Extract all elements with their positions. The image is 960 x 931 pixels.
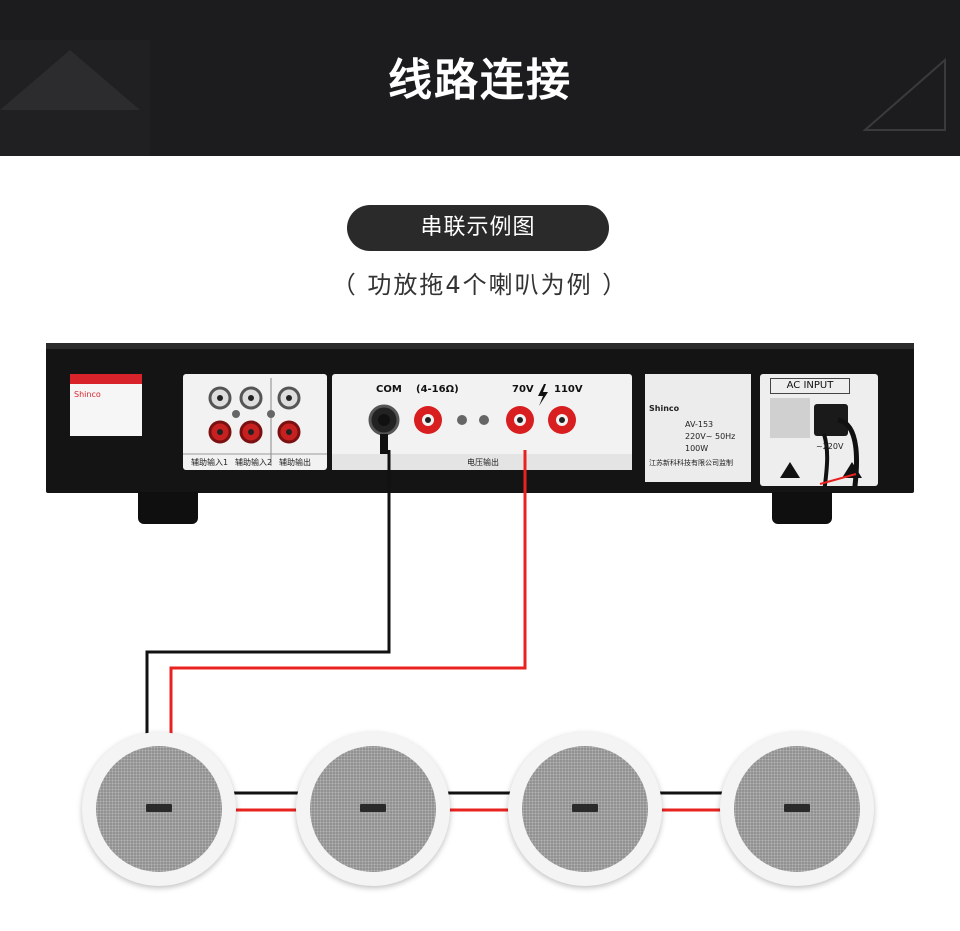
speaker-logo	[146, 804, 172, 812]
ceiling-speaker-3	[508, 732, 662, 886]
speaker-logo	[360, 804, 386, 812]
ac-input-label: AC INPUT	[770, 378, 850, 394]
power-cord	[770, 398, 862, 495]
70v-terminal-label: 70V	[512, 384, 534, 395]
ceiling-speaker-1	[82, 732, 236, 886]
amplifier-foot-right	[772, 492, 832, 524]
amplifier-foot-left	[138, 492, 198, 524]
diagram-type-badge: 串联示例图	[347, 205, 609, 251]
speaker-logo	[572, 804, 598, 812]
spec-power: 100W	[685, 444, 709, 453]
page-title: 线路连接	[388, 55, 572, 106]
rca-jacks	[183, 378, 327, 466]
sticker-brand: Shinco	[74, 390, 101, 399]
voltage-output-label: 电压输出	[467, 458, 499, 467]
ac-voltage-label: ~220V	[816, 442, 844, 451]
impedance-label: (4-16Ω)	[416, 384, 459, 395]
diagram-subtitle: （ 功放拖4个喇叭为例 ）	[331, 271, 629, 299]
aux-out-label: 辅助输出	[279, 458, 311, 467]
ac-input-panel: AC INPUT ~220V	[760, 374, 878, 495]
black-wire	[145, 450, 391, 756]
spec-maker: 江苏新科科技有限公司监制	[649, 459, 733, 467]
header-banner: 线路连接	[0, 0, 960, 156]
aux-io-panel: 辅助输入1 辅助输入2 辅助输出	[183, 374, 327, 470]
header-decor	[0, 40, 946, 156]
spec-brand: Shinco	[649, 404, 680, 413]
ceiling-speaker-2	[296, 732, 450, 886]
spec-power-supply: 220V~ 50Hz	[685, 432, 736, 441]
com-terminal-label: COM	[376, 384, 402, 395]
speaker-grille	[522, 746, 648, 872]
warning-sticker: Shinco	[70, 374, 142, 436]
110v-terminal-label: 110V	[554, 384, 583, 395]
ceiling-speaker-4	[720, 732, 874, 886]
spec-plate: Shinco AV-153 220V~ 50Hz 100W 江苏新科科技有限公司…	[645, 374, 751, 482]
red-wire	[169, 450, 527, 756]
aux-in-1-label: 辅助输入1	[191, 458, 229, 467]
aux-in-2-label: 辅助输入2	[235, 458, 273, 467]
spec-model: AV-153	[685, 420, 714, 429]
output-terminals	[332, 384, 632, 470]
speaker-output-panel: COM (4-16Ω) 70V 110V 电压输出	[332, 374, 632, 470]
speaker-logo	[784, 804, 810, 812]
amplifier-top-edge	[46, 343, 914, 349]
